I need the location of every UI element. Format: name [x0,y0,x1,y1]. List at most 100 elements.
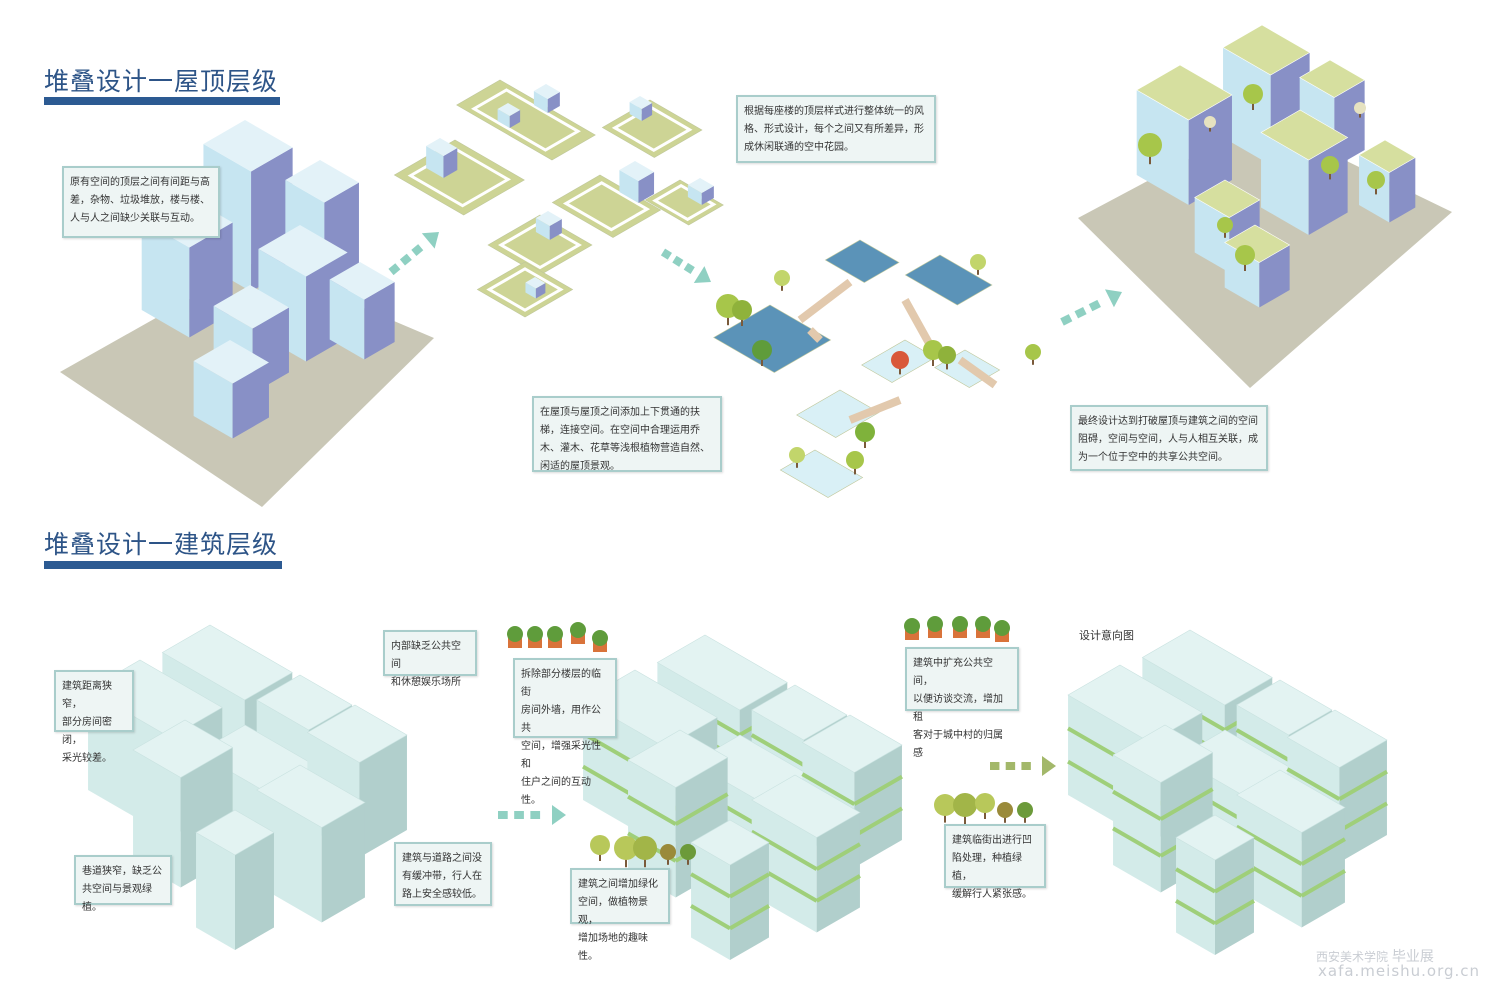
garden-tile-2 [904,254,993,306]
existing-row-block-5-top-face [132,719,234,778]
potted-plant-leaves [927,616,943,632]
final-building-2-left-face [1136,90,1189,205]
existing-row-block-7-right-face [235,832,274,950]
arrow-flow-dash [399,253,412,266]
existing-building-5-top-face [213,285,289,329]
potted-plant-leaves [904,618,920,634]
intent-row-block-4-right-face [1339,740,1387,863]
arrow-flow-dash [683,262,695,274]
intent-row-green-stripe [1213,899,1255,926]
renovated-row-green-stripe [728,872,770,899]
watermark-url: xafa.meishu.org.cn [1318,962,1481,980]
arrow-flow-head [1105,289,1122,308]
renovated-row-block-7-top-face [690,819,770,866]
callout-building-expand: 建筑中扩充公共空间， 以便访谈交流，增加租 客对于城中村的归属感 [905,647,1019,759]
final-tree-1-crown [1138,133,1162,157]
intent-row-green-stripe [1338,801,1388,833]
watermark-tag: 毕业展 [1391,949,1434,965]
roof-pavilion-right-face [509,110,521,128]
roof-pavilion-left-face [497,109,510,128]
potted-plant-leaves [570,622,586,638]
arrow-flow-head [693,266,711,284]
final-building-3-left-face [1261,132,1309,235]
renovated-row-green-stripe [728,904,770,931]
intent-row-green-stripe [1159,787,1214,821]
potted-plant-leaves [952,616,968,632]
roof-pavilion-right-face [535,283,546,299]
final-building-5-top-face [1194,179,1261,218]
callout-building-green: 建筑之间增加绿化 空间，做植物景观， 增加场地的趣味性。 [570,868,670,962]
final-tree-4-crown [1367,171,1385,189]
street-shrub-6-crown [953,793,977,817]
existing-row-block-4-right-face [359,735,407,858]
arrow-flow-dash [388,263,401,276]
potted-plant-leaves [547,626,563,642]
callout-roof-style: 根据每座楼的顶层样式进行整体统一的风 格、形式设计，每个之间又有所差异，形 成休… [736,95,936,163]
intent-row-green-stripe [1286,767,1341,801]
arrow-flow-dash [1060,314,1073,326]
intent-row-block-4-top-face [1286,709,1388,768]
arrow-flow-dash [411,244,424,257]
renovated-row-green-stripe [815,842,861,871]
section-title-bar [44,97,280,105]
existing-building-2-left-face [141,220,190,338]
roof-tile-6 [476,261,574,318]
renovated-row-block-1-top-face [751,684,848,741]
arrow-flow-head [1042,756,1056,776]
roof-pavilion-left-face [535,218,550,240]
garden-tile-1 [824,239,900,283]
callout-roof-original: 原有空间的顶层之间有间距与高 差，杂物、垃圾堆放，楼与楼、 人与人之间缺少关联与… [62,166,220,238]
renovated-row-green-stripe [750,829,818,871]
renovated-row-block-6-top-face [751,774,861,838]
watermark-logo: 西安美术学院 毕业展 [1316,946,1434,966]
garden-tree-9-crown [1025,344,1041,360]
roof-pavilion-top-face [619,161,655,181]
roof-pavilion-top-face [525,277,546,289]
renovated-row-block-5-top-face [627,729,729,788]
existing-building-4-right-face [364,282,395,360]
existing-building-0-top-face [203,120,293,172]
final-tree-2-crown [1204,116,1216,128]
intent-row-green-stripe [1112,826,1162,858]
garden-tree-11-crown [970,254,986,270]
garden-tree-6-crown [789,447,805,463]
arrow-flow-dash [672,255,684,267]
intent-row-block-7-right-face [1215,837,1254,955]
roof-pavilion-right-face [701,186,714,205]
final-tree-0-crown [1243,84,1263,104]
existing-row-block-7-left-face [196,832,235,950]
garden-tree-2-crown [774,270,790,286]
garden-tile-5 [796,389,880,438]
design-intent-label: 设计意向图 [1079,629,1134,642]
final-tree-6-crown [1354,102,1366,114]
arrow-flow-head [421,232,439,249]
street-shrub-4-crown [680,844,696,860]
intent-row-green-stripe [1175,867,1217,894]
final-tree-7-crown [1217,217,1233,233]
final-building-0-top-face [1222,24,1311,76]
callout-roof-stairs: 在屋顶与屋顶之间添加上下贯通的扶 梯，连接空间。在空间中合理运用乔 木、灌木、花… [532,396,722,472]
final-building-2-top-face [1136,64,1233,121]
callout-roof-final: 最终设计达到打破屋顶与建筑之间的空间 阻碍，空间与空间，人与人相互关联，成 为一… [1070,405,1268,471]
final-building-4-right-face [1389,157,1416,223]
final-tree-5-crown [1235,245,1255,265]
section-title-roof: 堆叠设计一屋顶层级 [44,67,279,96]
roof-tile-5-path [498,220,582,270]
existing-building-4-top-face [329,262,395,300]
renovated-row-green-stripe [853,806,903,838]
intent-row-block-6-top-face [1236,769,1346,833]
final-building-6-top-face [1224,224,1291,263]
intent-row-green-stripe [1235,728,1290,762]
callout-building-public: 内部缺乏公共空间 和休憩娱乐场所 [383,630,477,688]
renovated-row-block-4-right-face [854,745,902,868]
garden-tree-8-crown [938,346,956,364]
existing-row-block-4-top-face [306,704,408,763]
garden-tree-4-crown [855,422,875,442]
section-title-bar [44,561,282,569]
roof-pavilion-right-face [641,103,653,121]
roof-tile-1-path [611,105,693,153]
roof-pavilion-top-face [629,96,653,109]
callout-building-distance: 建筑距离狭窄， 部分房间密闭， 采光较差。 [54,670,134,764]
renovated-row-block-0-top-face [656,634,788,711]
intent-row-block-7-left-face [1176,837,1215,955]
